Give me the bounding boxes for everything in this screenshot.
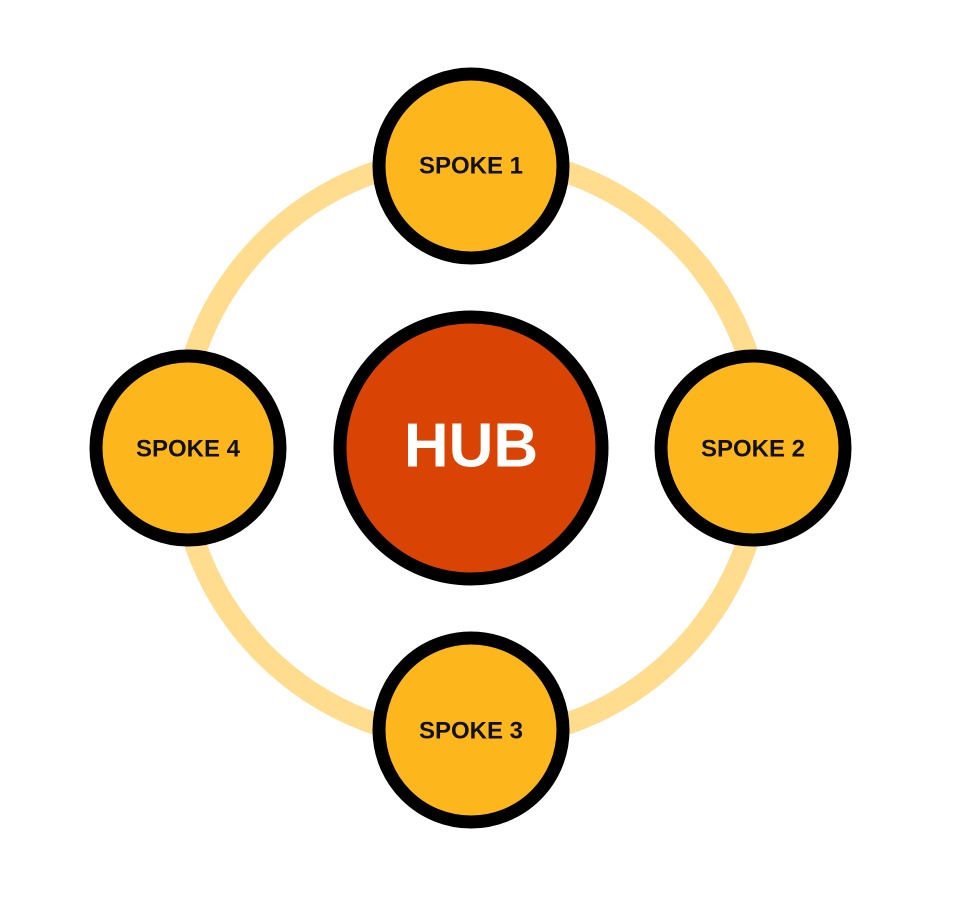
spoke-2-node: SPOKE 2 [654,349,852,547]
spoke-3-node: SPOKE 3 [372,631,570,829]
spoke-4-circle [89,349,287,547]
spoke-4-label: SPOKE 4 [136,435,241,462]
spoke-1-circle [372,67,570,265]
hub-node: HUB [333,310,609,586]
hub-label: HUB [404,411,538,480]
spoke-1-label: SPOKE 1 [419,152,523,179]
spoke-4-node: SPOKE 4 [89,349,287,547]
spoke-1-node: SPOKE 1 [372,67,570,265]
spoke-3-label: SPOKE 3 [419,717,523,744]
spoke-2-circle [654,349,852,547]
spoke-2-label: SPOKE 2 [701,435,805,462]
spoke-3-circle [372,631,570,829]
hub-circle [333,310,609,586]
